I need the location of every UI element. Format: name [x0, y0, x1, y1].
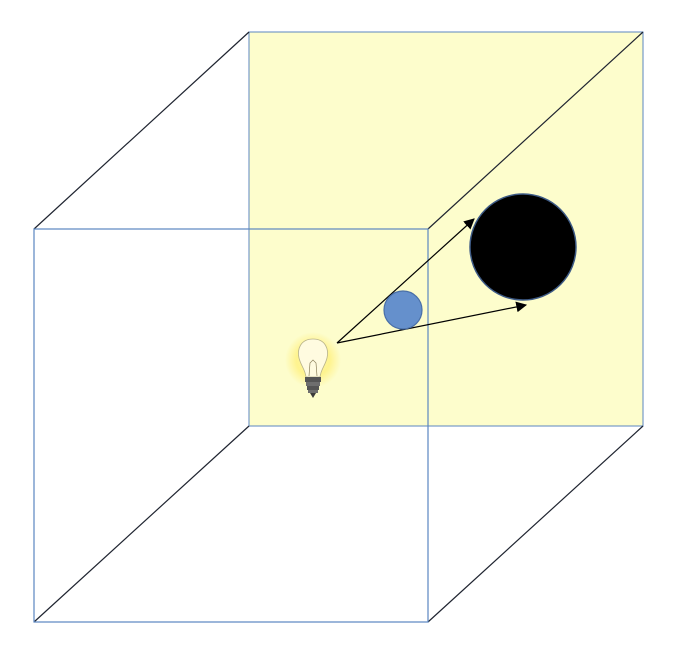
- shadow-circle: [469, 193, 577, 301]
- light-ray-upper: [336, 218, 475, 344]
- front-face: [33, 228, 429, 623]
- cube-edge-top-right: [427, 31, 644, 230]
- light-ray-lower: [336, 301, 528, 344]
- small-sphere: [383, 290, 423, 330]
- lightbulb-icon: [285, 332, 341, 398]
- cube-edge-top-left: [33, 31, 250, 230]
- cube-edge-bottom-right: [427, 425, 644, 623]
- cube-edge-bottom-left: [33, 425, 250, 623]
